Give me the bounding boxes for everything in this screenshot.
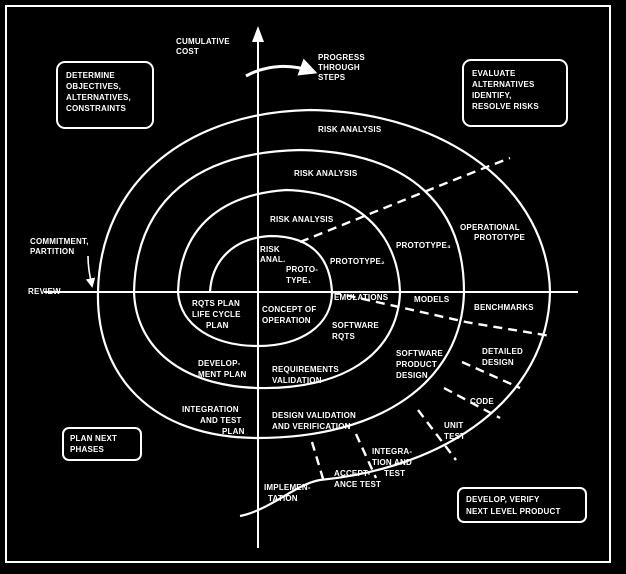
- design-val-2: AND VERIFICATION: [272, 422, 351, 431]
- risk-analysis-labels: RISK ANALYSIS RISK ANALYSIS RISK ANALYSI…: [260, 125, 382, 264]
- box-top-left: [56, 61, 154, 129]
- outer-frame: [5, 5, 611, 563]
- sw-design-1: SOFTWARE: [396, 349, 443, 358]
- int-test-2: TION AND: [372, 458, 412, 467]
- spiral-loop-outer: [96, 108, 552, 518]
- dashed-lower-5: [310, 441, 326, 483]
- simulation-labels: EMULATIONS MODELS BENCHMARKS: [334, 293, 534, 312]
- intplan-3: PLAN: [222, 427, 245, 436]
- accept-test-2: ANCE TEST: [334, 480, 381, 489]
- intplan-2: AND TEST: [200, 416, 242, 425]
- dashed-dividers: [299, 156, 551, 483]
- progress-line2: THROUGH: [318, 63, 360, 72]
- operational-line1: OPERATIONAL: [460, 223, 520, 232]
- tr-line3: IDENTIFY,: [472, 91, 512, 100]
- int-test-3: TEST: [384, 469, 405, 478]
- intplan-1: INTEGRATION: [182, 405, 239, 414]
- axis-labels: CUMULATIVE COST REVIEW: [28, 37, 230, 296]
- review-label: REVIEW: [28, 287, 61, 296]
- accept-test-1: ACCEPT-: [334, 469, 371, 478]
- unit-test-1: UNIT: [444, 421, 463, 430]
- plan-labels: RQTS PLAN LIFE CYCLE PLAN CONCEPT OF OPE…: [182, 299, 316, 436]
- spiral-loop-2: [132, 188, 402, 390]
- concept-2: OPERATION: [262, 316, 311, 325]
- benchmarks: BENCHMARKS: [474, 303, 534, 312]
- progress-line1: PROGRESS: [318, 53, 365, 62]
- bl-line1: PLAN NEXT: [70, 434, 117, 443]
- progress-arrow: [245, 58, 318, 78]
- proto1-line1: PROTO-: [286, 265, 318, 274]
- devplan-1: DEVELOP-: [198, 359, 241, 368]
- sw-rqts-1: SOFTWARE: [332, 321, 379, 330]
- commit-line1: COMMITMENT,: [30, 237, 89, 246]
- devplan-2: MENT PLAN: [198, 370, 246, 379]
- commitment-arrow: [85, 255, 96, 288]
- dashed-lower-4: [354, 433, 378, 479]
- risk-analysis-1: RISK ANALYSIS: [318, 125, 382, 134]
- commit-line2: PARTITION: [30, 247, 74, 256]
- cumulative-cost-line2: COST: [176, 47, 199, 56]
- commitment-text: COMMITMENT, PARTITION: [30, 237, 89, 256]
- tl-line2: OBJECTIVES,: [66, 82, 121, 91]
- prototype-labels: PROTO- TYPE₁ PROTOTYPE₂ PROTOTYPE₃ OPERA…: [286, 223, 525, 285]
- rqts-plan-3: PLAN: [206, 321, 229, 330]
- rqts-plan-2: LIFE CYCLE: [192, 310, 241, 319]
- bottom-right-text: DEVELOP, VERIFY NEXT LEVEL PRODUCT: [466, 495, 561, 516]
- int-test-1: INTEGRA-: [372, 447, 412, 456]
- concept-1: CONCEPT OF: [262, 305, 316, 314]
- operational-line2: PROTOTYPE: [474, 233, 525, 242]
- tr-line1: EVALUATE: [472, 69, 516, 78]
- bottom-left-text: PLAN NEXT PHASES: [70, 434, 117, 454]
- progress-label: PROGRESS THROUGH STEPS: [318, 53, 365, 82]
- dashed-upper-right: [299, 156, 511, 244]
- code: CODE: [470, 397, 494, 406]
- tl-line1: DETERMINE: [66, 71, 115, 80]
- sw-design-3: DESIGN: [396, 371, 428, 380]
- dashed-lower-2: [443, 386, 501, 420]
- tl-line4: CONSTRAINTS: [66, 104, 126, 113]
- development-labels: SOFTWARE RQTS REQUIREMENTS VALIDATION SO…: [264, 321, 523, 503]
- tr-line4: RESOLVE RISKS: [472, 102, 539, 111]
- dashed-lower-1: [461, 360, 521, 390]
- prototype-2: PROTOTYPE₂: [330, 257, 385, 266]
- design-val-1: DESIGN VALIDATION: [272, 411, 356, 420]
- req-val-2: VALIDATION: [272, 376, 322, 385]
- vertical-axis-arrowhead: [252, 26, 264, 42]
- prototype-3: PROTOTYPE₃: [396, 241, 451, 250]
- unit-test-2: TEST: [444, 432, 465, 441]
- top-left-text: DETERMINE OBJECTIVES, ALTERNATIVES, CONS…: [66, 71, 131, 113]
- impl-1: IMPLEMEN-: [264, 483, 311, 492]
- br-line1: DEVELOP, VERIFY: [466, 495, 540, 504]
- risk-anal-line1: RISK: [260, 245, 280, 254]
- risk-analysis-3: RISK ANALYSIS: [270, 215, 334, 224]
- box-bottom-right: [457, 487, 587, 523]
- risk-anal-line2: ANAL.: [260, 255, 285, 264]
- box-top-right: [462, 59, 568, 127]
- tr-line2: ALTERNATIVES: [472, 80, 535, 89]
- br-line2: NEXT LEVEL PRODUCT: [466, 507, 561, 516]
- sw-design-2: PRODUCT: [396, 360, 437, 369]
- tl-line3: ALTERNATIVES,: [66, 93, 131, 102]
- dashed-lower-right: [331, 290, 551, 338]
- cumulative-cost-line1: CUMULATIVE: [176, 37, 230, 46]
- box-bottom-left: [62, 427, 142, 461]
- detailed-design-2: DESIGN: [482, 358, 514, 367]
- dashed-lower-3: [417, 409, 457, 461]
- progress-line3: STEPS: [318, 73, 346, 82]
- proto1-line2: TYPE₁: [286, 276, 312, 285]
- emulations: EMULATIONS: [334, 293, 389, 302]
- spiral: [96, 108, 552, 518]
- bl-line2: PHASES: [70, 445, 105, 454]
- sw-rqts-2: RQTS: [332, 332, 355, 341]
- rqts-plan-1: RQTS PLAN: [192, 299, 240, 308]
- risk-analysis-2: RISK ANALYSIS: [294, 169, 358, 178]
- models: MODELS: [414, 295, 450, 304]
- top-right-text: EVALUATE ALTERNATIVES IDENTIFY, RESOLVE …: [472, 69, 539, 111]
- req-val-1: REQUIREMENTS: [272, 365, 339, 374]
- impl-2: TATION: [268, 494, 298, 503]
- detailed-design-1: DETAILED: [482, 347, 523, 356]
- spiral-loop-3: [96, 148, 466, 440]
